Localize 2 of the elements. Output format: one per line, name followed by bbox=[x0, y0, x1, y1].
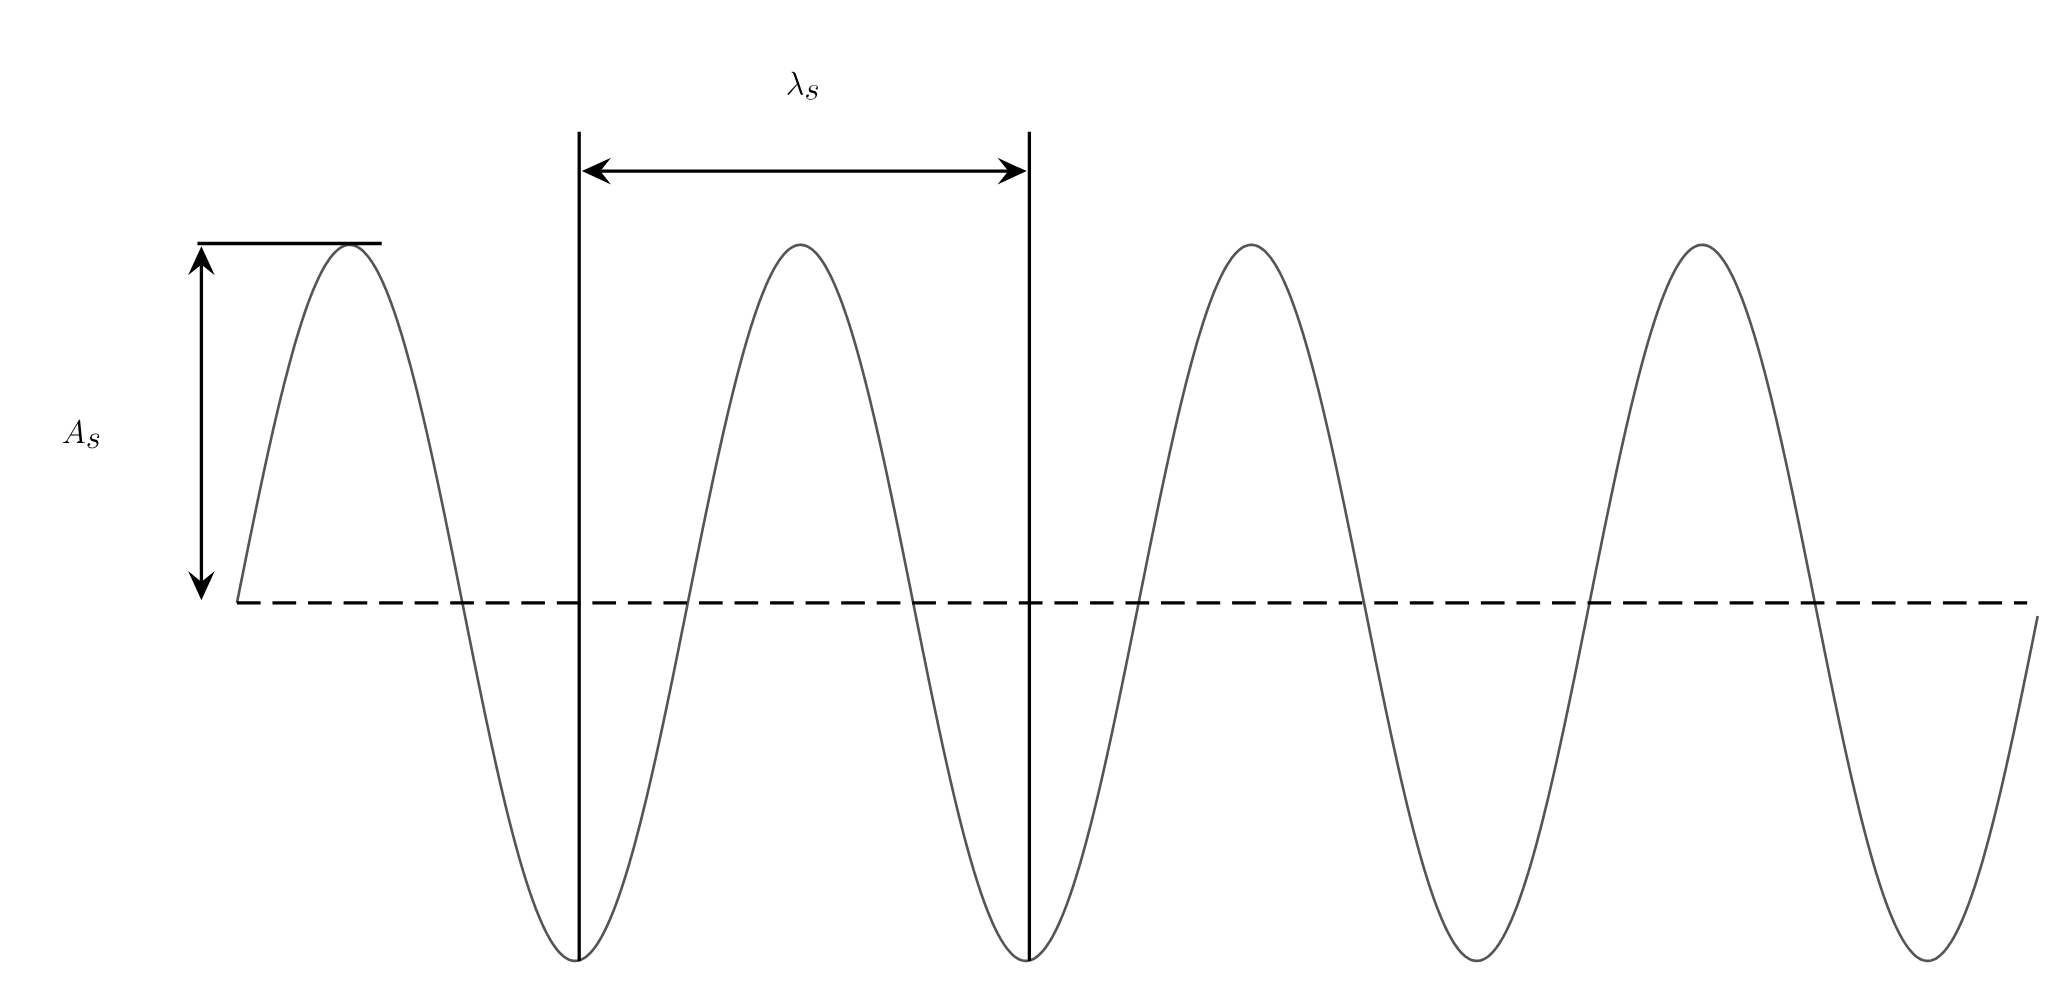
dimension-label: $A_s$ bbox=[62, 420, 100, 449]
dimension-label: $\lambda_s$ bbox=[787, 72, 818, 100]
